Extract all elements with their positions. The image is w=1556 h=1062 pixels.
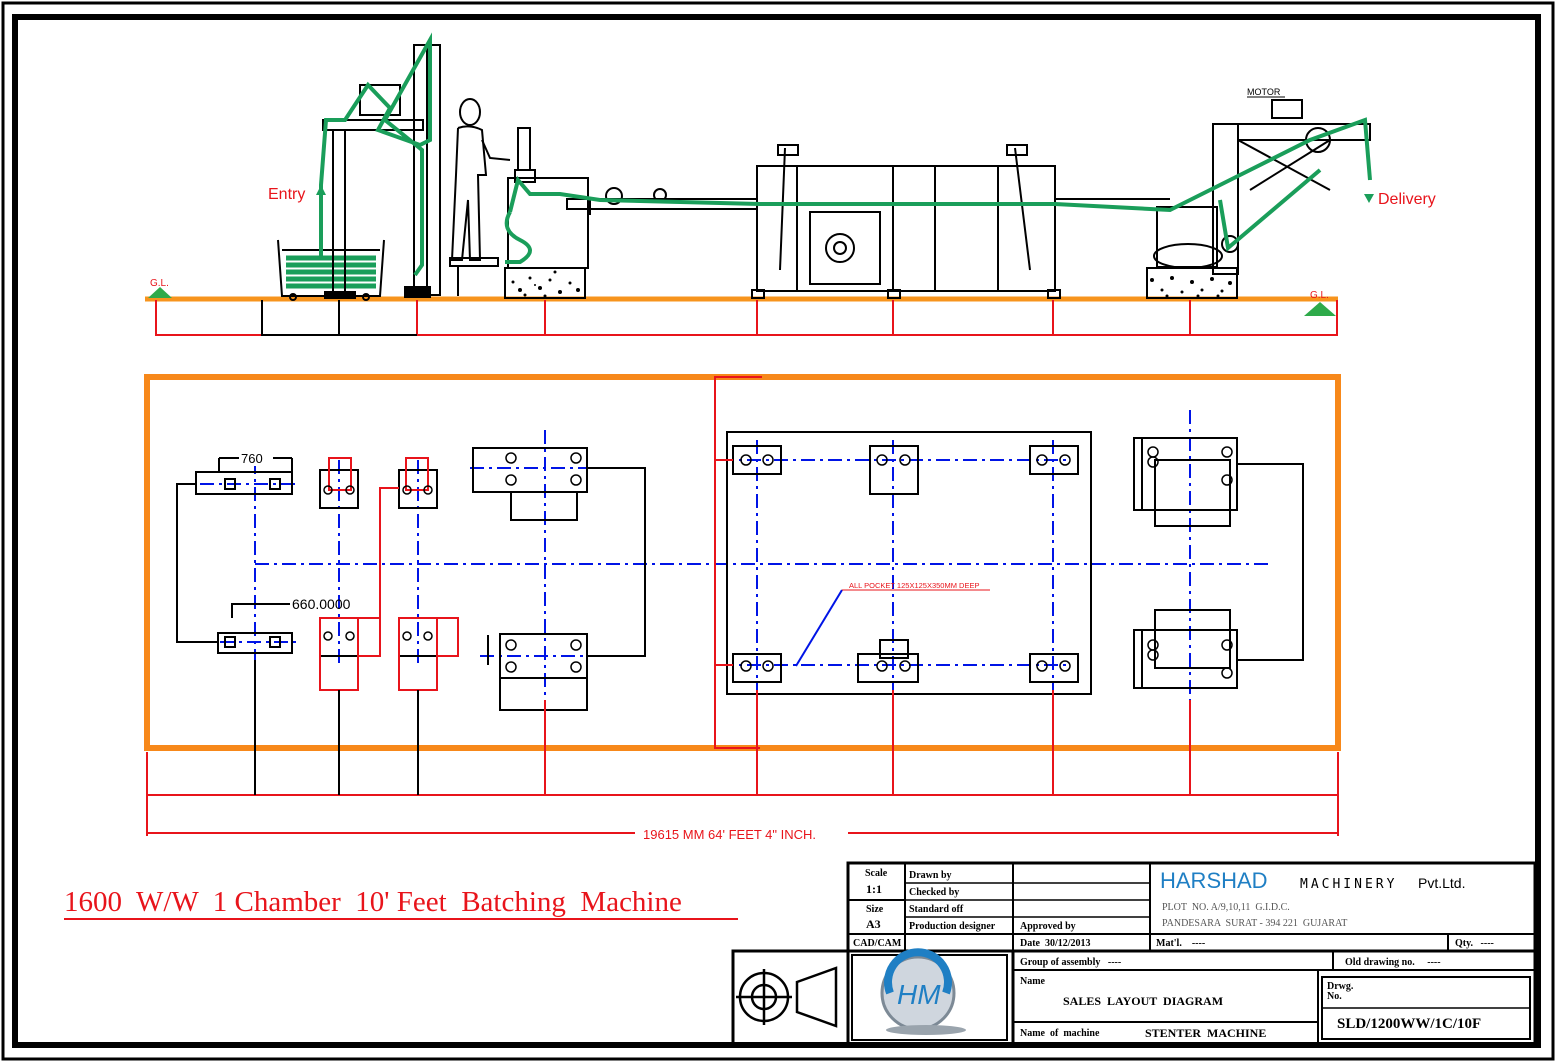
drwg-no-label: No. bbox=[1327, 991, 1342, 1002]
plan-view: 760 660.0000 bbox=[144, 374, 1341, 842]
entry-label: Entry bbox=[268, 186, 305, 203]
chamber-base bbox=[726, 431, 1092, 695]
name-value: SALES LAYOUT DIAGRAM bbox=[1063, 994, 1223, 1008]
delivery-base bbox=[1133, 437, 1304, 689]
control-panel bbox=[504, 127, 589, 299]
chamber-red-outline bbox=[714, 376, 762, 749]
size-value: A3 bbox=[866, 917, 881, 931]
pocket-note: ALL POCKET 125X125X350MM DEEP bbox=[849, 581, 980, 590]
name-label: Name bbox=[1020, 976, 1046, 987]
fabric-batch-stack bbox=[286, 255, 376, 289]
dimension-760: 760 bbox=[241, 451, 263, 466]
machine-name-label: Name of machine bbox=[1020, 1028, 1100, 1039]
delivery-label: Delivery bbox=[1378, 191, 1436, 208]
ground-level-marker-right: G.L. bbox=[1304, 290, 1336, 316]
company-address-line1: PLOT NO. A/9,10,11 G.I.D.C. bbox=[1162, 902, 1290, 913]
approved-by-label: Approved by bbox=[1020, 921, 1076, 932]
gravel-foundation-left bbox=[511, 270, 580, 298]
production-designer-label: Production designer bbox=[909, 921, 996, 932]
panel-pockets bbox=[472, 447, 646, 711]
date-field: Date 30/12/2013 bbox=[1020, 938, 1091, 949]
side-elevation: G.L. G.L. bbox=[145, 32, 1436, 336]
drawing-number: SLD/1200WW/1C/10F bbox=[1337, 1016, 1481, 1032]
ground-level-marker-left: G.L. bbox=[148, 278, 172, 298]
old-drawing-field: Old drawing no. ---- bbox=[1345, 957, 1441, 968]
gravel-foundation-right bbox=[1150, 276, 1232, 298]
ground-label-left: G.L. bbox=[150, 278, 169, 289]
standard-off-label: Standard off bbox=[909, 904, 964, 915]
logo-text: HM bbox=[897, 979, 941, 1010]
plan-dimension-chain bbox=[146, 660, 1339, 836]
delivery-unit bbox=[1055, 99, 1371, 299]
delivery-arrow bbox=[1364, 194, 1374, 203]
company-logo: HM bbox=[880, 948, 966, 1035]
scale-value: 1:1 bbox=[866, 882, 882, 896]
dimension-660: 660.0000 bbox=[292, 596, 351, 612]
group-of-assembly-field: Group of assembly ---- bbox=[1020, 957, 1121, 968]
operator-figure bbox=[449, 98, 511, 296]
anchor-bolts bbox=[323, 446, 1233, 679]
cadcam-label: CAD/CAM bbox=[853, 938, 902, 949]
company-pvt-ltd: Pvt.Ltd. bbox=[1418, 875, 1465, 891]
machine-name-value: STENTER MACHINE bbox=[1145, 1026, 1266, 1040]
checked-by-label: Checked by bbox=[909, 887, 959, 898]
scale-label: Scale bbox=[865, 868, 888, 879]
company-address-line2: PANDESARA SURAT - 394 221 GUJARAT bbox=[1162, 918, 1347, 929]
company-name-suffix: MACHINERY bbox=[1300, 877, 1397, 892]
pocket-note-leader bbox=[795, 589, 843, 667]
ground-label-right: G.L. bbox=[1310, 290, 1329, 301]
overall-length-dimension: 19615 MM 64' FEET 4" INCH. bbox=[643, 827, 816, 842]
motor-label: MOTOR bbox=[1247, 87, 1281, 97]
stenter-chamber bbox=[751, 144, 1061, 299]
title-block bbox=[731, 861, 1537, 1046]
quantity-field: Qty. ---- bbox=[1455, 938, 1494, 949]
material-field: Mat'l. ---- bbox=[1156, 938, 1205, 949]
trolley-base bbox=[176, 457, 293, 654]
size-label: Size bbox=[866, 904, 884, 915]
projection-symbol-icon bbox=[736, 966, 838, 1028]
company-name: HARSHAD bbox=[1160, 868, 1268, 893]
entry-arrow bbox=[316, 185, 326, 195]
fabric-path bbox=[319, 32, 1372, 277]
drawn-by-label: Drawn by bbox=[909, 870, 952, 881]
drawing-title: 1600 W/W 1 Chamber 10' Feet Batching Mac… bbox=[64, 886, 682, 918]
foundation-dimension-row bbox=[155, 300, 1338, 336]
drwg-label: Drwg. bbox=[1327, 981, 1354, 992]
